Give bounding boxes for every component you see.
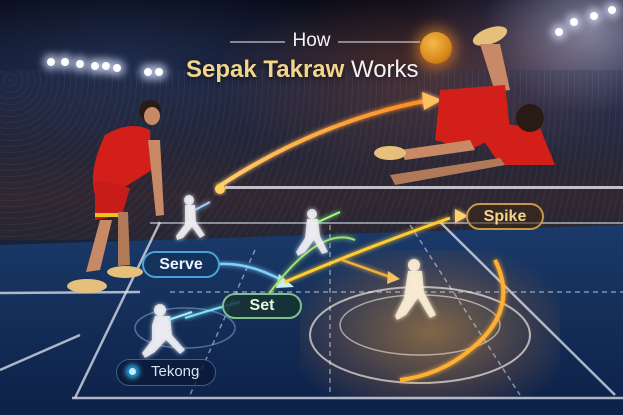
title-highlight: Sepak Takraw (186, 56, 345, 83)
title-suffix: Works (350, 56, 419, 83)
stadium-light (155, 68, 163, 76)
stadium-light (102, 62, 110, 70)
tekong-server-figure (142, 304, 193, 358)
takraw-ball (420, 32, 452, 64)
stadium-light (144, 68, 152, 76)
tekong-label: Tekong (116, 359, 216, 386)
receiver-figure (395, 259, 436, 320)
stadium-light (61, 58, 69, 66)
serve-label: Serve (142, 251, 220, 278)
title-line1: How (292, 30, 331, 51)
ball-contact-point (215, 184, 225, 194)
stadium-light (608, 6, 616, 14)
stadium-light (113, 64, 121, 72)
serve-figure (176, 195, 211, 240)
setter-figure (296, 209, 341, 256)
set-trajectory (284, 216, 451, 284)
standing-player-red (67, 100, 164, 293)
title-decor-lines (230, 41, 420, 43)
tekong-text: Tekong (151, 363, 200, 380)
set-label: Set (222, 293, 302, 319)
serve-trajectory (216, 98, 431, 189)
net-top-line (225, 186, 623, 189)
court-dashed-lines (170, 224, 623, 396)
bicycle-kick-player-red (374, 26, 555, 185)
stadium-light (590, 12, 598, 20)
title-how: How (0, 30, 623, 52)
serve-arrow (217, 262, 286, 284)
stadium-light (76, 60, 84, 68)
net-line (150, 222, 623, 224)
defense-arc (399, 259, 506, 382)
spike-label: Spike (466, 203, 544, 230)
trajectory-arrowhead (422, 92, 442, 110)
position-dot-icon (129, 368, 136, 375)
page-title: Sepak Takraw Works (186, 56, 419, 84)
stadium-light (47, 58, 55, 66)
stadium-light (570, 18, 578, 26)
stadium-light (555, 28, 563, 36)
court-lines (0, 221, 623, 400)
stadium-light (91, 62, 99, 70)
